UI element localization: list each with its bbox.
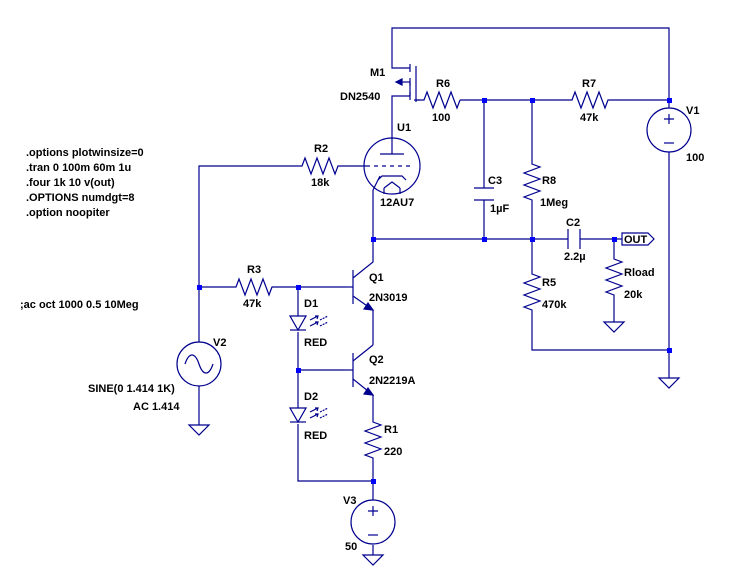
d2-value: RED (304, 430, 327, 442)
directive-line[interactable]: .tran 0 100m 60m 1u (26, 162, 131, 174)
led-d2[interactable] (288, 407, 329, 424)
wires (198, 27, 670, 555)
directive-line[interactable]: .options plotwinsize=0 (26, 147, 144, 159)
directive-line[interactable]: .option noopiter (26, 207, 110, 219)
r1-value: 220 (384, 446, 402, 458)
out-net-flag[interactable] (621, 232, 655, 246)
junctions (197, 98, 672, 484)
ground-symbol-v2 (187, 424, 211, 436)
resistor-rload[interactable] (604, 255, 624, 305)
v1-value: 100 (686, 152, 704, 164)
directive-line[interactable]: .OPTIONS numdgt=8 (26, 192, 134, 204)
v1-name: V1 (686, 105, 699, 117)
r7-name: R7 (582, 78, 596, 90)
r8-name: R8 (542, 175, 556, 187)
r2-name: R2 (314, 143, 328, 155)
u1-value: 12AU7 (380, 197, 414, 209)
ground-symbol-rload (602, 321, 626, 333)
r3-value: 47k (243, 298, 262, 310)
capacitor-c3[interactable] (474, 187, 494, 201)
r6-name: R6 (436, 78, 450, 90)
r6-value: 100 (432, 112, 450, 124)
spice-directives[interactable]: .options plotwinsize=0 .tran 0 100m 60m … (26, 147, 144, 219)
v2-value: SINE(0 1.414 1K) (88, 383, 175, 395)
resistor-r7[interactable] (568, 90, 612, 110)
resistor-r8[interactable] (522, 160, 542, 210)
resistor-r6[interactable] (420, 90, 461, 110)
led-d1[interactable] (288, 315, 329, 332)
v2-name: V2 (213, 337, 226, 349)
u1-name: U1 (397, 122, 411, 134)
rload-name: Rload (624, 267, 655, 279)
m1-value: DN2540 (340, 91, 380, 103)
rload-value: 20k (624, 289, 643, 301)
r2-value: 18k (311, 177, 330, 189)
mosfet-m1[interactable] (391, 58, 420, 106)
d1-name: D1 (304, 298, 318, 310)
r3-name: R3 (247, 264, 261, 276)
c2-value: 2.2µ (564, 251, 586, 263)
r8-value: 1Meg (540, 197, 568, 209)
m1-name: M1 (370, 67, 385, 79)
c3-value: 1µF (490, 203, 509, 215)
triode-u1[interactable] (363, 137, 421, 195)
resistor-r3[interactable] (232, 277, 276, 297)
c2-name: C2 (566, 217, 580, 229)
ground-symbol-v3 (361, 554, 385, 566)
resistor-r5[interactable] (522, 270, 542, 320)
directive-line[interactable]: .four 1k 10 v(out) (26, 177, 115, 189)
out-net-label: OUT (624, 234, 648, 246)
r1-name: R1 (384, 424, 398, 436)
r5-value: 470k (542, 299, 567, 311)
resistor-r2[interactable] (298, 156, 342, 176)
transistor-q2[interactable] (345, 344, 375, 396)
d1-value: RED (304, 337, 327, 349)
transistor-q1[interactable] (345, 260, 375, 311)
d2-name: D2 (304, 391, 318, 403)
voltage-source-v3[interactable] (350, 499, 396, 545)
spice-comment[interactable]: ;ac oct 1000 0.5 10Meg (20, 299, 139, 311)
q2-name: Q2 (369, 354, 384, 366)
ground-symbol-v1 (657, 377, 681, 389)
r5-name: R5 (542, 277, 556, 289)
sine-source-v2[interactable] (176, 341, 222, 387)
v3-value: 50 (345, 541, 357, 553)
q1-value: 2N3019 (369, 292, 408, 304)
r7-value: 47k (580, 112, 599, 124)
v2-ac-value: AC 1.414 (133, 401, 180, 413)
resistor-r1[interactable] (363, 418, 383, 462)
q2-value: 2N2219A (369, 375, 416, 387)
c3-name: C3 (488, 175, 502, 187)
voltage-source-v1[interactable] (646, 107, 692, 153)
capacitor-c2[interactable] (567, 229, 581, 249)
v3-name: V3 (343, 495, 356, 507)
q1-name: Q1 (369, 272, 384, 284)
